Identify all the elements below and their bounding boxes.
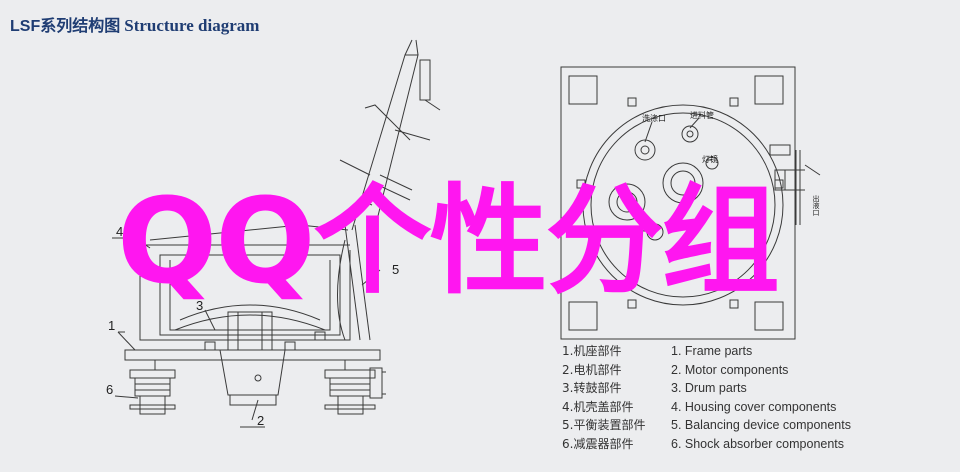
legend-en-item: 2. Motor components <box>671 362 789 377</box>
callout-2: 2 <box>257 413 265 428</box>
title-en: Structure diagram <box>124 16 260 35</box>
legend-zh: 1.机座部件 2.电机部件 3.转鼓部件 4.机壳盖部件 5.平衡装置部件 6.… <box>562 342 645 454</box>
legend-en-item: 4. Housing cover components <box>671 399 837 414</box>
label-wash-port: 洗涤口 <box>642 114 666 123</box>
legend-zh-item: 2.电机部件 <box>562 362 622 377</box>
legend-en-item: 3. Drum parts <box>671 381 747 396</box>
legend-en-item: 6. Shock absorber components <box>671 436 845 451</box>
legend-zh-item: 3.转鼓部件 <box>562 381 622 396</box>
legend-en-item: 1. Frame parts <box>671 344 753 358</box>
callout-1: 1 <box>108 318 116 333</box>
legend-en-item: 5. Balancing device components <box>671 418 851 433</box>
callout-4: 4 <box>116 224 124 239</box>
label-feed-pipe: 进料管 <box>690 111 714 120</box>
legend-zh-item: 4.机壳盖部件 <box>562 399 634 414</box>
legend-zh-item: 6.减震器部件 <box>562 436 634 451</box>
title-zh: LSF系列结构图 <box>10 18 121 35</box>
label-sight: 视镜 <box>620 227 636 236</box>
legend-zh-item: 1.机座部件 <box>562 344 622 358</box>
side-view <box>112 39 441 428</box>
callout-3: 3 <box>196 298 204 313</box>
callout-5: 5 <box>392 262 400 277</box>
callout-6: 6 <box>106 382 114 397</box>
label-lamp: 灯镜 <box>702 155 718 164</box>
label-outlet: 出液口 <box>812 195 820 216</box>
top-view <box>560 66 821 340</box>
legend-en: 1. Frame parts 2. Motor components 3. Dr… <box>671 342 851 454</box>
legend-zh-item: 5.平衡装置部件 <box>562 418 646 433</box>
watermark-text: QQ个性分组 <box>117 172 780 310</box>
